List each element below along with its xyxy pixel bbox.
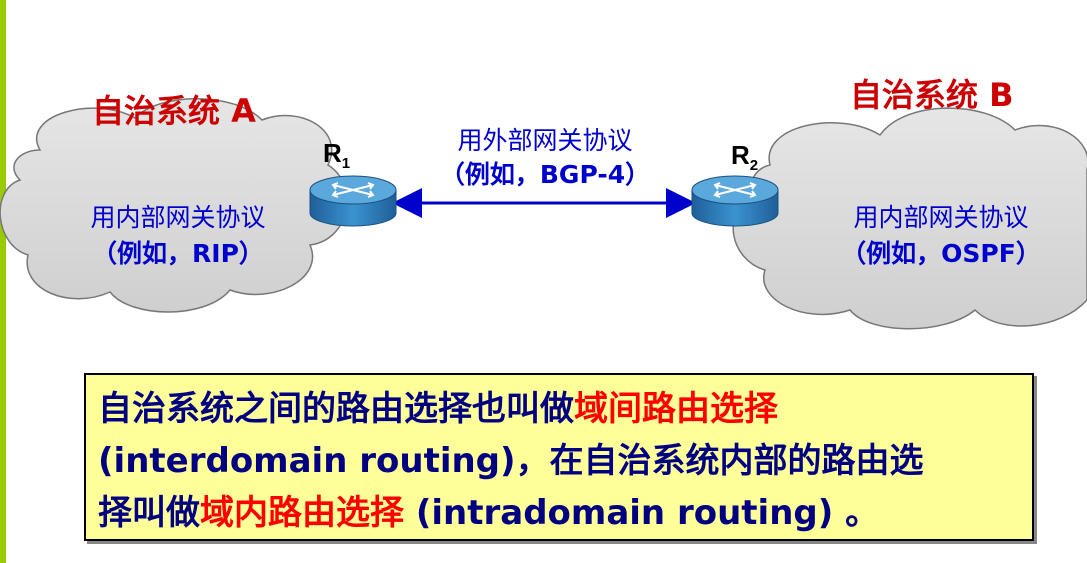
left-accent-bar (0, 0, 6, 563)
note-highlight-interdomain: 域间路由选择 (574, 389, 778, 429)
note-line-1: 自治系统之间的路由选择也叫做域间路由选择 (98, 383, 1022, 435)
as-b-igp-text: 用内部网关协议 （例如，OSPF） (826, 200, 1056, 272)
network-diagram (0, 98, 1087, 330)
router-r1-label: R1 (323, 138, 350, 172)
note-highlight-intradomain: 域内路由选择 (200, 493, 404, 533)
as-a-igp-text: 用内部网关协议 （例如，RIP） (68, 200, 288, 272)
router-r2-name: R (731, 140, 750, 170)
router-r1-subscript: 1 (341, 155, 351, 172)
as-a-igp-line2: （例如，RIP） (92, 239, 264, 268)
note-text-3: 择叫做 (98, 493, 200, 533)
definition-note-box: 自治系统之间的路由选择也叫做域间路由选择 (interdomain routin… (84, 373, 1034, 541)
note-line-3: 择叫做域内路由选择 (intradomain routing) 。 (98, 487, 1022, 539)
egp-label: 用外部网关协议 （例如，BGP-4） (420, 124, 670, 192)
note-text-2: (interdomain routing)，在自治系统内部的路由选 (98, 441, 924, 481)
router-r2-icon (691, 175, 779, 227)
as-b-igp-line1: 用内部网关协议 (853, 203, 1029, 232)
as-a-title: 自治系统 A (92, 92, 256, 130)
as-b-igp-line2: （例如，OSPF） (841, 239, 1041, 268)
cloud-as-a (0, 98, 348, 313)
cloud-as-b (732, 107, 1087, 330)
router-r1-icon (309, 175, 397, 227)
as-a-igp-line1: 用内部网关协议 (90, 203, 266, 232)
router-r2-subscript: 2 (749, 157, 759, 174)
router-r2-label: R2 (731, 140, 758, 174)
note-text-4: (intradomain routing) 。 (404, 493, 880, 533)
router-r1-name: R (323, 138, 342, 168)
egp-line1: 用外部网关协议 (457, 126, 633, 155)
note-text-1: 自治系统之间的路由选择也叫做 (98, 389, 574, 429)
note-line-2: (interdomain routing)，在自治系统内部的路由选 (98, 435, 1022, 487)
egp-line2: （例如，BGP-4） (439, 160, 651, 189)
as-b-title: 自治系统 B (850, 76, 1014, 114)
